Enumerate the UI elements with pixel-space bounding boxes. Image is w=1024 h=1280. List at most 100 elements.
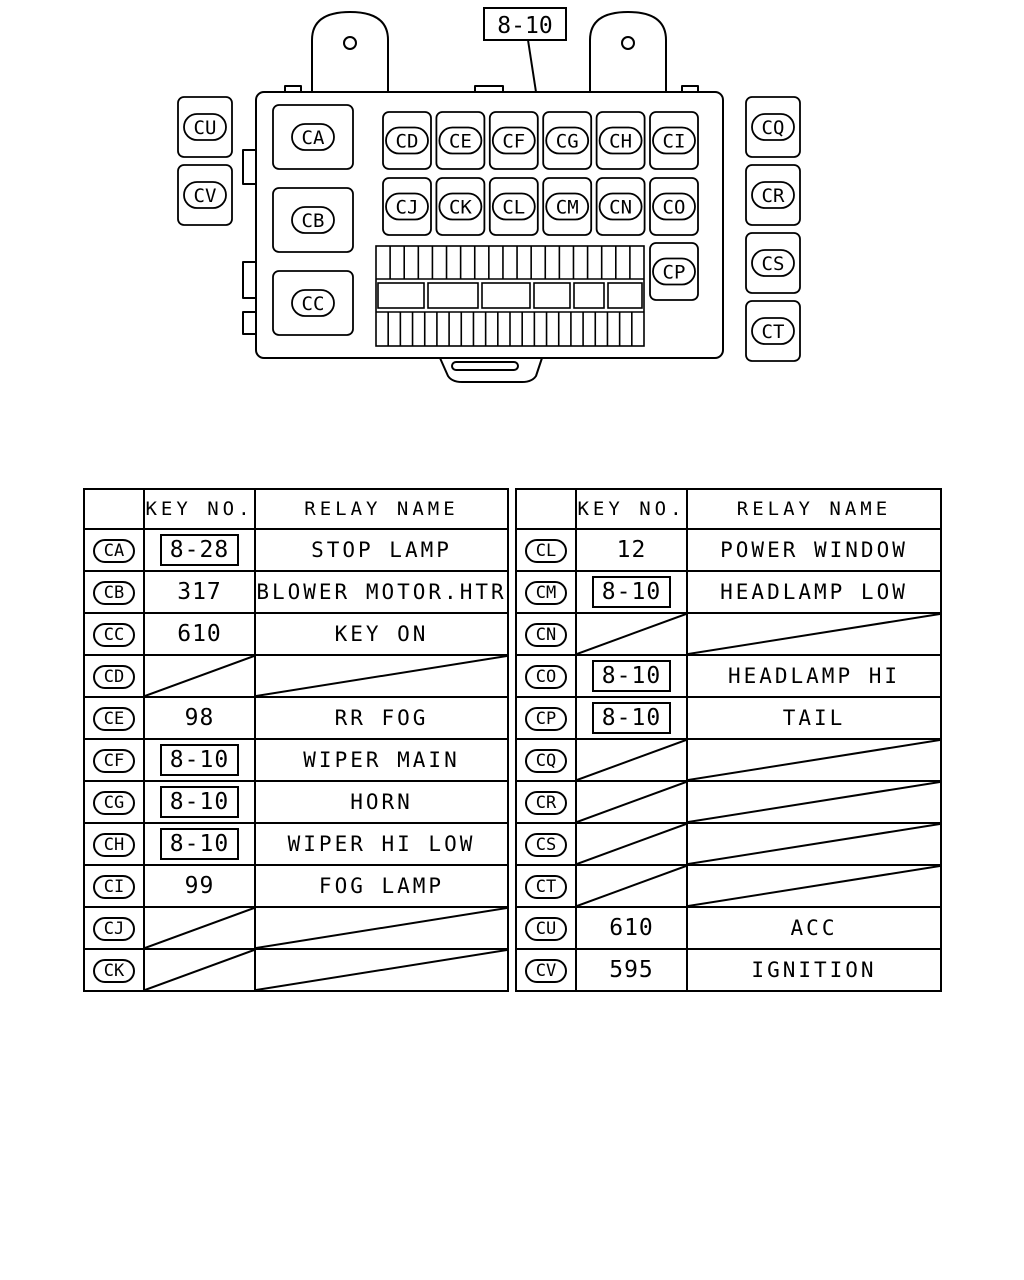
key-no-cell: 8-10 — [575, 654, 688, 698]
relay-code: CN — [525, 623, 567, 647]
relay-code-cell: CB — [83, 570, 145, 614]
table-row: CS — [515, 822, 942, 866]
relay-code: CH — [93, 833, 135, 857]
relay-name: WIPER MAIN — [303, 748, 460, 772]
relay-code-label: CF — [502, 131, 525, 153]
key-no-cell — [575, 780, 688, 824]
relay-cg: CG — [542, 111, 593, 170]
relay-name-cell: WIPER HI LOW — [254, 822, 509, 866]
relay-code-label: CA — [302, 127, 325, 149]
relay-code-label: CS — [762, 253, 785, 275]
table-row: CQ — [515, 738, 942, 782]
key-no-reference: 8-28 — [159, 534, 240, 566]
relay-code-label: CB — [302, 210, 325, 232]
key-no: 595 — [609, 957, 654, 983]
relay-name-cell: WIPER MAIN — [254, 738, 509, 782]
relay-code: CM — [525, 581, 567, 605]
relay-code: CT — [525, 875, 567, 899]
relay-name: HEADLAMP HI — [727, 664, 901, 688]
key-no-cell: 8-10 — [575, 696, 688, 740]
key-no-reference: 8-10 — [159, 786, 240, 818]
relay-name-cell: HEADLAMP LOW — [686, 570, 942, 614]
relay-code-cell: CR — [515, 780, 577, 824]
relay-code-cell: CK — [83, 948, 145, 992]
table-row: CU 610 ACC — [515, 906, 942, 950]
relay-code: CV — [525, 959, 567, 983]
key-no: 610 — [609, 915, 654, 941]
relay-name: BLOWER MOTOR.HTR — [256, 580, 507, 604]
table-row: CD — [83, 654, 509, 698]
relay-code: CC — [93, 623, 135, 647]
fuse-block — [375, 245, 645, 347]
relay-name: FOG LAMP — [318, 874, 445, 898]
relay-code-cell: CO — [515, 654, 577, 698]
relay-name-cell — [254, 654, 509, 698]
relay-code: CF — [93, 749, 135, 773]
relay-code-cell: CP — [515, 696, 577, 740]
relay-cm: CM — [542, 177, 593, 236]
relay-cj: CJ — [382, 177, 432, 236]
relay-code-label: CV — [194, 185, 217, 207]
relay-code-label: CM — [556, 197, 579, 219]
relay-code: CS — [525, 833, 567, 857]
relay-code-label: CD — [396, 131, 419, 153]
key-no-reference: 8-10 — [591, 702, 672, 734]
table-row: CK — [83, 948, 509, 992]
relay-code-label: CR — [762, 185, 785, 207]
relay-code: CU — [525, 917, 567, 941]
relay-code-cell: CD — [83, 654, 145, 698]
relay-code-label: CG — [556, 131, 579, 153]
relay-name: RR FOG — [334, 706, 429, 730]
relay-name-cell — [254, 948, 509, 992]
relay-name-cell — [254, 906, 509, 950]
relay-cp: CP — [649, 242, 699, 301]
relay-name-cell — [686, 612, 942, 656]
relay-cn: CN — [595, 177, 646, 236]
relay-code: CO — [525, 665, 567, 689]
relay-code-cell: CM — [515, 570, 577, 614]
callout-label: 8-10 — [497, 13, 552, 39]
key-no-cell: 8-10 — [143, 738, 256, 782]
table-row: CV 595 IGNITION — [515, 948, 942, 992]
relay-ch: CH — [595, 111, 646, 170]
table-row: CF 8-10 WIPER MAIN — [83, 738, 509, 782]
relay-name-cell: IGNITION — [686, 948, 942, 992]
relay-code-label: CJ — [396, 197, 419, 219]
relay-code: CI — [93, 875, 135, 899]
relay-cc: CC — [272, 270, 354, 336]
relay-name-cell — [686, 822, 942, 866]
relay-code-label: CC — [302, 293, 325, 315]
relay-code: CB — [93, 581, 135, 605]
relay-name-cell: STOP LAMP — [254, 528, 509, 572]
table-row: CI 99 FOG LAMP — [83, 864, 509, 908]
relay-code-cell: CA — [83, 528, 145, 572]
relay-code: CQ — [525, 749, 567, 773]
relay-name: TAIL — [782, 706, 846, 730]
key-no-cell: 8-10 — [143, 822, 256, 866]
header-relay-name: RELAY NAME — [686, 488, 942, 530]
key-no-reference: 8-10 — [159, 828, 240, 860]
table-row: CA 8-28 STOP LAMP — [83, 528, 509, 572]
relay-code-cell: CF — [83, 738, 145, 782]
relay-ci: CI — [649, 111, 699, 170]
key-no: 99 — [184, 873, 215, 899]
relay-name-cell: ACC — [686, 906, 942, 950]
relay-code: CP — [525, 707, 567, 731]
key-no-reference: 8-10 — [159, 744, 240, 776]
relay-code-cell: CT — [515, 864, 577, 908]
header-key-no: KEY NO. — [575, 488, 688, 530]
connector-cr: CR — [745, 164, 801, 226]
relay-name-cell: HORN — [254, 780, 509, 824]
relay-name: POWER WINDOW — [720, 538, 908, 562]
relay-name-cell — [686, 738, 942, 782]
table-row: CN — [515, 612, 942, 656]
relay-name-cell: KEY ON — [254, 612, 509, 656]
relay-code: CK — [93, 959, 135, 983]
key-no-cell: 610 — [575, 906, 688, 950]
relay-cd: CD — [382, 111, 432, 170]
